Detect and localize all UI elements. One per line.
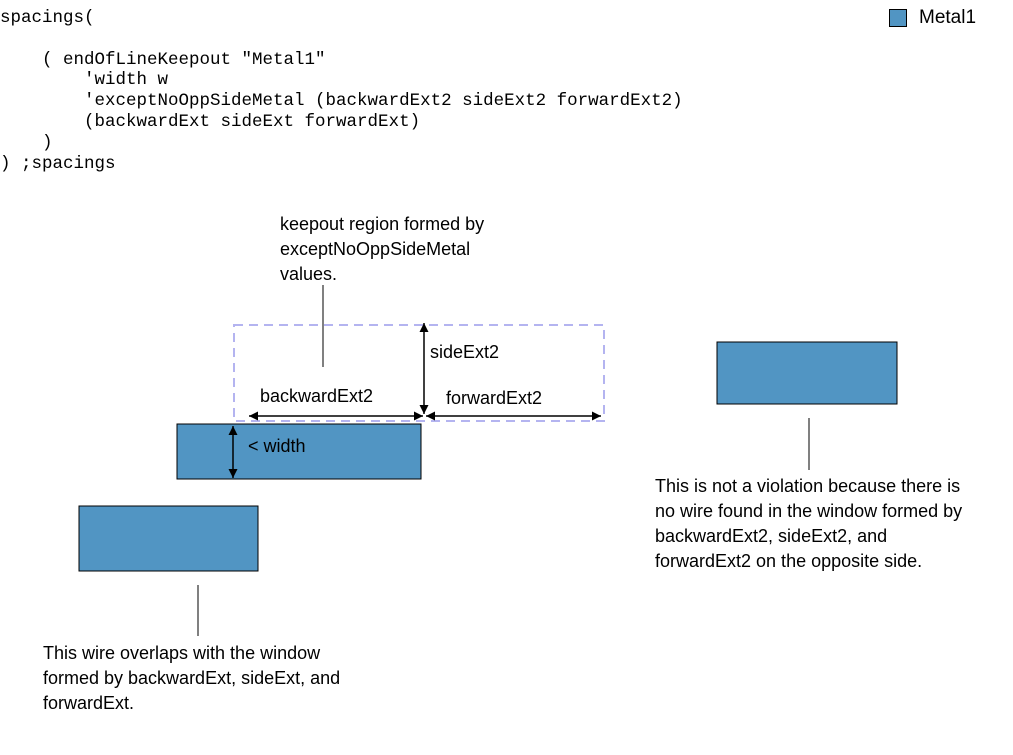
caption-line: keepout region formed by — [280, 214, 485, 234]
code-line: spacings( — [0, 8, 95, 28]
legend: Metal1 — [889, 7, 976, 29]
no-violation-caption: This is not a violation because there is… — [655, 474, 962, 574]
caption-line: backwardExt2, sideExt2, and — [655, 526, 888, 546]
caption-line: values. — [280, 264, 338, 284]
code-block: spacings( ( endOfLineKeepout "Metal1" 'w… — [0, 8, 683, 174]
caption-line: no wire found in the window formed by — [655, 501, 963, 521]
metal1-legend-swatch — [889, 9, 907, 27]
keepout-window — [233, 324, 605, 422]
code-line: ) ;spacings — [0, 153, 116, 174]
code-line: 'exceptNoOppSideMetal (backwardExt2 side… — [0, 91, 683, 112]
caption-line: forwardExt2 on the opposite side. — [655, 551, 923, 571]
code-line: ( endOfLineKeepout "Metal1" — [0, 49, 326, 70]
caption-line: exceptNoOppSideMetal — [280, 239, 471, 259]
code-line: (backwardExt sideExt forwardExt) — [0, 111, 421, 132]
width-label: < width — [248, 436, 306, 456]
caption-line: formed by backwardExt, sideExt, and — [43, 668, 341, 688]
caption-line: forwardExt. — [43, 693, 135, 713]
side-ext2-label: sideExt2 — [430, 342, 500, 362]
violating-wire — [78, 505, 259, 572]
forward-ext2-label: forwardExt2 — [446, 388, 543, 408]
code-line: 'width w — [0, 70, 169, 91]
code-line: ) — [0, 132, 53, 153]
non-violating-wire — [716, 341, 898, 405]
end-of-line-wire — [176, 423, 422, 480]
caption-line: This is not a violation because there is — [655, 476, 961, 496]
legend-label: Metal1 — [919, 7, 977, 28]
backward-ext2-label: backwardExt2 — [260, 386, 374, 406]
caption-line: This wire overlaps with the window — [43, 643, 321, 663]
violation-caption: This wire overlaps with the window forme… — [43, 641, 340, 716]
keepout-region-caption: keepout region formed by exceptNoOppSide… — [280, 212, 484, 287]
